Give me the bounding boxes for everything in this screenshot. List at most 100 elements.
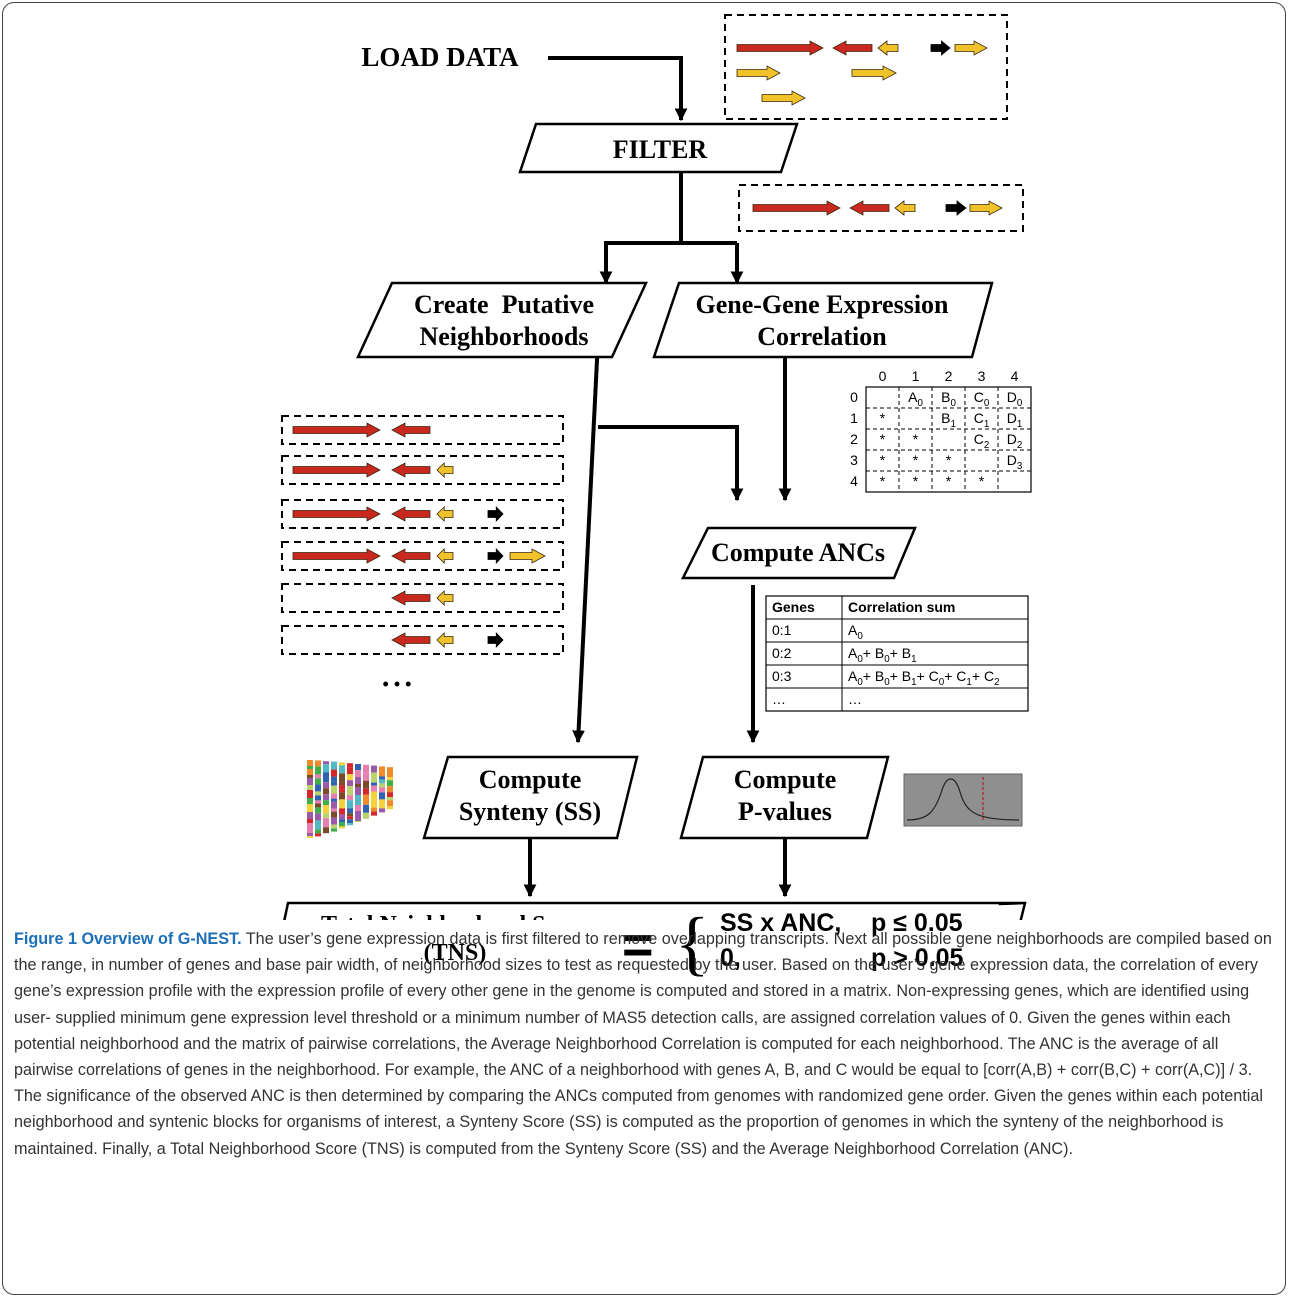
synteny-block [347,774,353,781]
matrix-cell: * [880,473,886,489]
neighborhood-box [281,583,564,613]
load-data-label: LOAD DATA [361,42,519,72]
neighborhoods-step: Create Putative Neighborhoods [356,281,648,359]
synteny-block [331,793,337,799]
synteny-block [307,798,313,804]
synteny-block [339,826,345,829]
synteny-block [387,786,393,793]
synteny-block [315,807,321,814]
correlation-matrix: 0123401234A0​B0​C0​D0​*B1​C1​D1​**C2​D2​… [850,368,1032,493]
matrix-col-header: 4 [1011,368,1019,384]
gene-arrow [391,462,431,478]
synteny-block [379,783,385,788]
flow-connectors [523,56,792,898]
filter-label: FILTER [613,135,708,164]
gene-box-filtered-border [738,184,1024,232]
synteny-block [331,785,337,794]
synteny-block [307,790,313,798]
anc-table-header: Correlation sum [848,599,955,615]
matrix-cell: * [979,473,985,489]
tns-label-line1: Total Neighborhood Score [321,912,589,920]
caption-label: Figure 1 Overview of G-NEST. [14,930,242,948]
neighborhood-box [281,499,564,529]
gene-arrow [391,590,431,606]
gene-arrow [487,506,504,522]
synteny-block [347,780,353,787]
filter-step: FILTER [518,122,799,174]
gene-arrow [292,462,381,478]
tns-case2-left: 0, [720,944,741,972]
synteny-block [323,788,329,795]
gene-arrow [487,632,504,648]
synteny-block [363,780,369,789]
synteny-block [307,766,313,769]
anc-label: Compute ANCs [711,538,885,567]
synteny-block [307,819,313,823]
matrix-cell: D2​ [1007,431,1023,451]
figure-caption: Figure 1 Overview of G-NEST. The user’s … [14,926,1276,1162]
synteny-block [339,792,345,800]
tns-label-line2: (TNS) [423,940,487,966]
matrix-cell: D1​ [1007,410,1023,430]
synteny-block [347,786,353,790]
synteny-block [355,811,361,821]
synteny-box [422,755,639,840]
synteny-block [387,780,393,787]
synteny-block [331,817,337,825]
matrix-cell: * [913,431,919,447]
tns-case2-right: p > 0.05 [871,944,964,972]
synteny-block [331,801,337,809]
gene-arrow [436,548,454,564]
gene-arrow [391,422,431,438]
synteny-block [315,833,321,837]
gene-arrow [292,506,381,522]
synteny-block [323,761,329,765]
synteny-block [355,777,361,784]
synteny-block [363,812,369,819]
gene-arrow-black [930,40,951,56]
synteny-block [323,764,329,773]
synteny-block [339,773,345,782]
synteny-block [331,824,337,829]
neighborhoods-label-line2: Neighborhoods [419,322,588,351]
synteny-block [315,820,321,830]
synteny-block [339,781,345,786]
neighborhood-box [281,415,564,445]
synteny-block [355,764,361,770]
gene-arrow [391,506,431,522]
matrix-cell: C0​ [974,389,990,409]
pvalues-label-line1: Compute [734,765,837,794]
gene-arrow [509,548,546,564]
gene-arrow-yellow [969,200,1003,216]
synteny-block [347,789,353,796]
synteny-block [379,776,385,780]
pvalue-thumb-curve [906,778,1020,821]
matrix-cell: * [946,452,952,468]
synteny-block [315,795,321,801]
gene-arrow [292,422,381,438]
matrix-col-header: 1 [912,368,920,384]
synteny-block [363,794,369,805]
gene-arrow-red [849,200,890,216]
workflow-diagram: LOAD DATA FILTER Create Putative Neighbo… [281,14,1032,920]
synteny-step: Compute Synteny (SS) [422,755,639,840]
synteny-block [323,813,329,819]
synteny-block [387,777,393,781]
gene-arrow-red [752,200,841,216]
matrix-cell: D0​ [1007,389,1023,409]
synteny-block [307,778,313,785]
correlation-box [652,281,994,359]
synteny-block [347,813,353,817]
tns-equals: = [622,915,654,975]
synteny-block [371,807,377,812]
matrix-row-header: 1 [850,410,858,426]
matrix-cell: * [946,473,952,489]
synteny-block [379,799,385,809]
correlation-label-line1: Gene-Gene Expression [695,290,949,319]
anc-box [680,526,917,580]
anc-table-header: Genes [772,599,815,615]
gene-box-loaded [724,14,1008,120]
matrix-row-header: 3 [850,452,858,468]
synteny-block [387,800,393,807]
